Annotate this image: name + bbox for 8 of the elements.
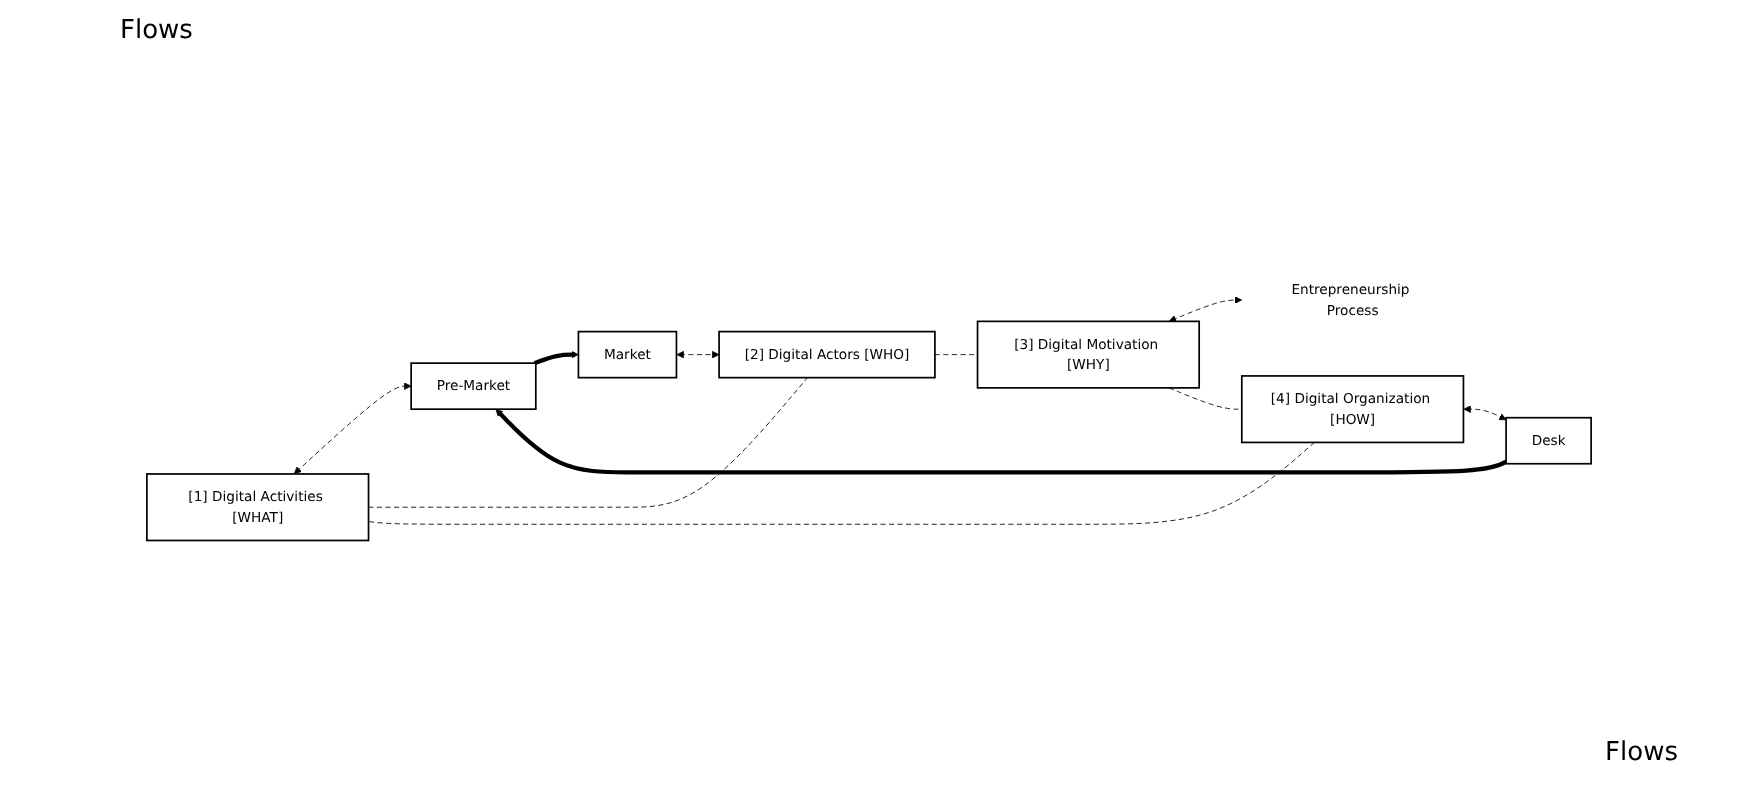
arrow xyxy=(495,409,1507,475)
connector xyxy=(368,442,1315,526)
connector xyxy=(368,377,808,508)
arrow xyxy=(533,351,579,366)
flow-label: Flows xyxy=(120,16,193,46)
flow-label: Flows xyxy=(1605,738,1678,768)
connector xyxy=(934,354,978,356)
connector xyxy=(1168,387,1243,410)
